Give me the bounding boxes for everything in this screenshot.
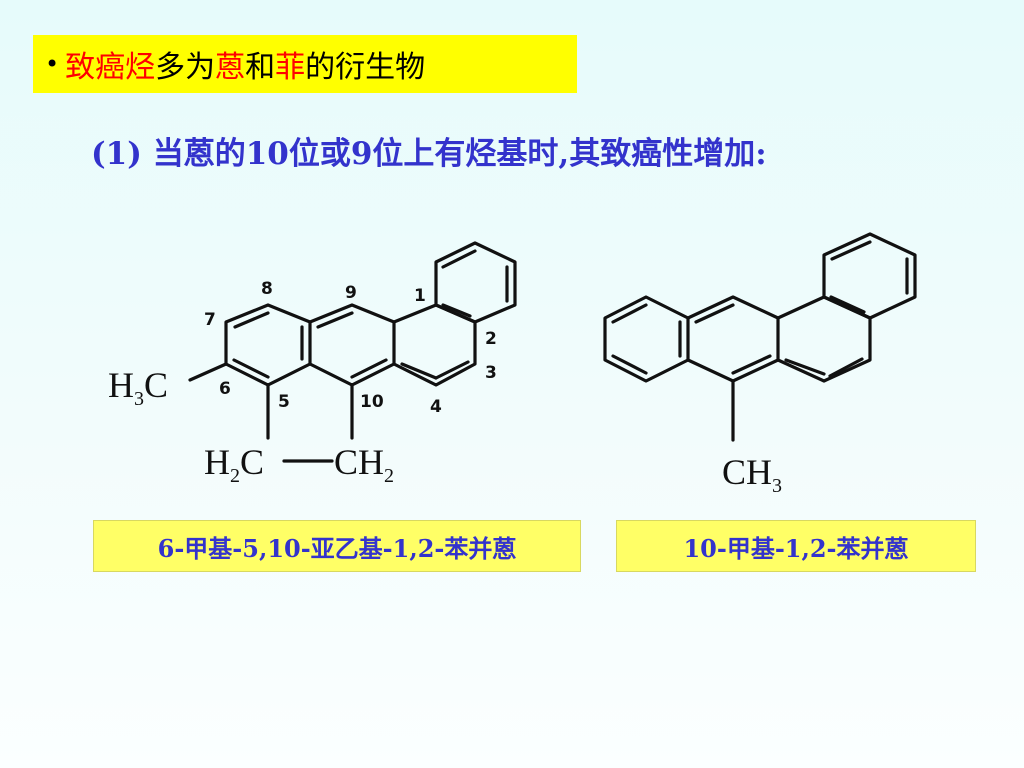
title-banner: • 致癌烃 多为 蒽 和 菲 的衍生物 xyxy=(33,35,577,93)
left-ring-b xyxy=(308,303,396,387)
bullet: • xyxy=(45,50,60,78)
left-ring-d-double-3 xyxy=(441,303,472,318)
group-h2c: H2C xyxy=(204,442,264,487)
left-ring-d-double-1 xyxy=(441,249,477,269)
title-text-and: 和 xyxy=(245,50,276,85)
position-number-7: 7 xyxy=(204,310,216,330)
left-compound-label: 6-甲基-5,10-亚乙基-1,2-苯并蒽 xyxy=(93,520,581,572)
left-ring-a-double-1 xyxy=(233,311,270,329)
left-ring-d xyxy=(434,241,517,324)
left-ring-a-double-3 xyxy=(232,358,270,379)
right-ring-a xyxy=(603,295,690,383)
position-number-2: 2 xyxy=(485,329,497,349)
left-ring-c-double-2 xyxy=(434,360,470,380)
title-text-derivatives: 的衍生物 xyxy=(305,50,426,85)
right-ring-d-double-3 xyxy=(829,295,866,314)
subtitle: (1) 当蒽的10位或9位上有烃基时,其致癌性增加: xyxy=(91,136,767,172)
right-ring-c xyxy=(776,295,872,383)
left-ring-c xyxy=(392,303,477,387)
right-compound-label: 10-甲基-1,2-苯并蒽 xyxy=(616,520,976,572)
left-ring-c-double xyxy=(400,362,438,380)
right-ring-b-double-1 xyxy=(694,303,735,324)
right-ring-c-double-2 xyxy=(828,357,864,378)
left-molecule-skeleton xyxy=(188,241,517,463)
left-methyl-bond xyxy=(188,362,228,382)
right-ring-d xyxy=(822,232,917,320)
position-number-5: 5 xyxy=(278,392,290,412)
position-number-3: 3 xyxy=(485,363,497,383)
right-ring-a-double-1 xyxy=(611,303,648,324)
right-ring-a-double-3 xyxy=(611,354,648,375)
right-ring-c-double xyxy=(784,358,826,376)
title-anthracene: 蒽 xyxy=(215,50,246,85)
right-molecule-skeleton xyxy=(603,232,917,442)
right-ring-b xyxy=(686,295,780,383)
right-ring-b-double-2 xyxy=(731,354,772,375)
left-ring-b-double-2 xyxy=(350,358,388,379)
group-h3c: H3C xyxy=(108,365,168,410)
position-number-6: 6 xyxy=(219,379,231,399)
position-number-1: 1 xyxy=(414,286,426,306)
right-ring-d-double-1 xyxy=(830,240,872,261)
left-ring-a xyxy=(224,303,312,387)
group-ch3: CH3 xyxy=(722,452,782,497)
position-number-4: 4 xyxy=(430,397,442,417)
position-number-8: 8 xyxy=(261,279,273,299)
position-number-9: 9 xyxy=(345,283,357,303)
group-ch2: CH2 xyxy=(334,442,394,487)
position-number-10: 10 xyxy=(360,392,384,412)
title-carcinogenic-hydrocarbons: 致癌烃 xyxy=(65,50,156,85)
title-phenanthrene: 菲 xyxy=(275,50,306,85)
left-ring-b-double-1 xyxy=(316,311,354,329)
title-text-mostly: 多为 xyxy=(155,50,216,85)
